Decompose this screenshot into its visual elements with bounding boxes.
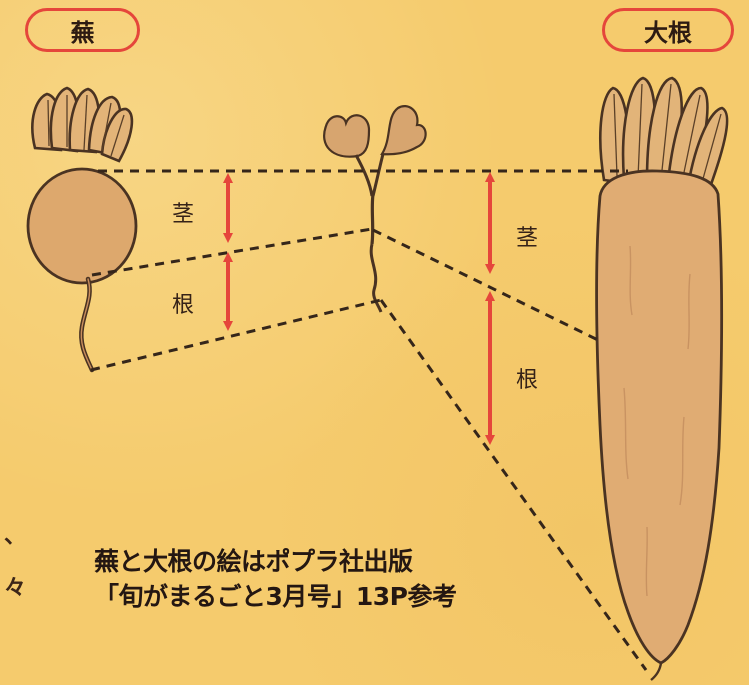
seedling-main-stem	[372, 194, 373, 244]
kabu-title-pill: 蕪	[25, 8, 140, 52]
daikon-title-pill: 大根	[602, 8, 734, 52]
guide-left-lower-slope	[91, 300, 381, 370]
turnip-bulb	[28, 169, 136, 283]
guide-right-upper-slope	[373, 230, 598, 340]
seedling-stem-right	[373, 154, 383, 196]
seedling-leaves	[324, 106, 426, 157]
seedling-stem-left	[356, 155, 372, 196]
turnip-illustration	[28, 88, 136, 370]
turnip-leaves	[32, 88, 132, 161]
left-root-label: 根	[172, 287, 194, 319]
daikon-body	[597, 171, 722, 663]
right-root-label: 根	[516, 362, 538, 394]
daikon-title: 大根	[644, 13, 692, 48]
daikon-tip	[651, 663, 661, 680]
left-edge-mark-1: 、	[4, 518, 26, 550]
caption-line-1: 蕪と大根の絵はポプラ社出版	[94, 544, 554, 579]
right-stem-label: 茎	[516, 220, 538, 252]
daikon-illustration	[597, 78, 727, 680]
red-measurement-arrows	[228, 177, 490, 440]
source-caption: 蕪と大根の絵はポプラ社出版 「旬がまるごと3月号」13P参考	[94, 544, 554, 614]
kabu-title: 蕪	[71, 13, 95, 48]
caption-line-2: 「旬がまるごと3月号」13P参考	[94, 579, 554, 614]
left-edge-mark-2: 々	[4, 570, 26, 602]
seedling-illustration	[324, 106, 426, 312]
left-stem-label: 茎	[172, 196, 194, 228]
